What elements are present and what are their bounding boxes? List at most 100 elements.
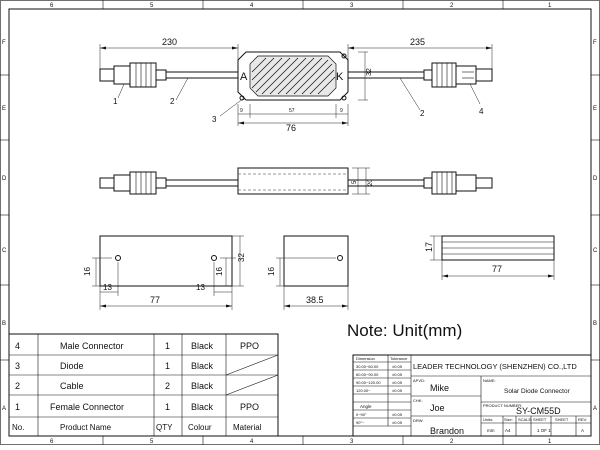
dim-side-w: 38.5 <box>306 295 324 305</box>
tol-value: ±0.05 <box>392 364 403 369</box>
bom-no: 4 <box>15 341 20 351</box>
bom-header-name: Product Name <box>60 423 112 432</box>
bill-of-materials: 4 Male Connector 1 Black PPO 3 Diode 1 B… <box>8 333 279 437</box>
col-label-bottom: 6 <box>50 439 54 445</box>
dim-front-h1: 16 <box>83 267 92 276</box>
dim-inner-length: 57 <box>289 108 295 114</box>
col-label-bottom: 4 <box>250 439 254 445</box>
diode-side-body <box>237 167 349 195</box>
bom-header-material: Material <box>233 423 262 432</box>
cathode-mark: K <box>336 71 344 83</box>
tol-range: 30.00~60.00 <box>356 364 379 369</box>
row-label-right: E <box>593 106 597 112</box>
dim-front-h3: 32 <box>237 253 246 262</box>
checker: Joe <box>430 403 445 413</box>
row-label-right: A <box>593 406 597 412</box>
apvd-label: APVD: <box>413 378 425 383</box>
chk-label: CHK: <box>413 398 423 403</box>
bom-no: 1 <box>15 402 20 412</box>
product-number: SY-CM55D <box>516 406 561 416</box>
drw-label: DRW: <box>413 418 424 423</box>
dim-margin-left: 9 <box>240 108 243 114</box>
bom-qty: 1 <box>165 341 170 351</box>
units-label: Units: <box>483 417 493 422</box>
sheet-value: 1 OF 1 <box>537 428 551 433</box>
pn-label: PRODUCT NUMBER: <box>483 403 522 408</box>
row-label-right: C <box>593 248 598 254</box>
side-view-outline <box>283 235 349 287</box>
bom-no: 2 <box>15 381 20 391</box>
dim-front-w3: 77 <box>150 295 160 305</box>
row-label-left: A <box>2 406 6 412</box>
callout-4: 4 <box>479 107 484 116</box>
drafter: Brandon <box>430 426 464 436</box>
col-label-bottom: 1 <box>548 439 552 445</box>
dim-front-h2: 16 <box>215 267 224 276</box>
dim-left-length: 230 <box>162 37 177 47</box>
tol-value: ±0.05 <box>392 380 403 385</box>
anode-mark: A <box>240 71 248 83</box>
dim-right-length: 235 <box>410 37 425 47</box>
bom-name: Cable <box>60 381 84 391</box>
col-label-bottom: 3 <box>350 439 354 445</box>
bom-qty: 1 <box>165 402 170 412</box>
row-label-right: F <box>593 40 597 46</box>
callout-3: 3 <box>212 115 217 124</box>
male-connector-shape <box>423 69 433 81</box>
col-label-top: 5 <box>150 3 154 9</box>
tol-range: 90.00~120.00 <box>356 380 381 385</box>
dim-side-height: 20 <box>368 179 374 186</box>
top-view: 230 235 A K <box>99 37 493 133</box>
col-label-bottom: 2 <box>450 439 454 445</box>
bom-no: 3 <box>15 361 20 371</box>
angle-range: 0~90° <box>356 412 367 417</box>
approver: Mike <box>430 383 449 393</box>
angle-value: ±0.05 <box>392 412 403 417</box>
bom-header-qty: QTY <box>156 423 173 432</box>
dim-front-w1: 13 <box>103 283 112 292</box>
bom-colour: Black <box>191 361 214 371</box>
sheet-label-2: SHEET <box>555 417 569 422</box>
bom-qty: 2 <box>165 381 170 391</box>
dim-side-h: 16 <box>267 267 276 276</box>
col-label-top: 4 <box>250 3 254 9</box>
bom-colour: Black <box>191 402 214 412</box>
female-connector-shape <box>99 68 115 82</box>
tol-range: 120.00~ <box>356 388 371 393</box>
dim-end-w: 77 <box>492 264 502 274</box>
tol-value: ±0.05 <box>392 388 403 393</box>
size-label: Size: <box>504 417 513 422</box>
bom-name: Diode <box>60 361 84 371</box>
units-note: Note: Unit(mm) <box>347 321 462 340</box>
col-label-top: 3 <box>350 3 354 9</box>
front-view-outline <box>99 235 233 287</box>
scale-label: SCALE: <box>518 417 532 422</box>
diode-body <box>237 51 349 101</box>
bom-material: PPO <box>240 341 259 351</box>
row-label-left: F <box>2 40 6 46</box>
tol-value: ±0.05 <box>392 372 403 377</box>
title-block: Dimension Tolerance 30.00~60.00 ±0.05 60… <box>352 354 592 437</box>
size-value: A4 <box>505 428 511 433</box>
row-label-right: B <box>593 321 597 327</box>
tol-range: 60.00~90.00 <box>356 372 379 377</box>
side-view: 5 20 <box>99 167 493 195</box>
inner-border <box>8 8 592 437</box>
bom-header-no: No. <box>12 423 24 432</box>
bom-name: Male Connector <box>60 341 124 351</box>
angle-header: Angle <box>360 404 372 409</box>
end-view: 17 77 <box>424 235 555 280</box>
col-label-top: 1 <box>548 3 552 9</box>
bom-qty: 1 <box>165 361 170 371</box>
rev-value: A <box>581 428 584 433</box>
dim-side-small: 5 <box>352 180 358 184</box>
rev-label: REV: <box>578 417 587 422</box>
tol-header-dim: Dimension <box>356 356 375 361</box>
bottom-front-view: 16 16 32 13 13 77 <box>83 235 246 310</box>
bottom-side-view: 16 38.5 <box>267 235 349 310</box>
dim-body-length: 76 <box>286 123 296 133</box>
row-label-left: C <box>2 248 7 254</box>
